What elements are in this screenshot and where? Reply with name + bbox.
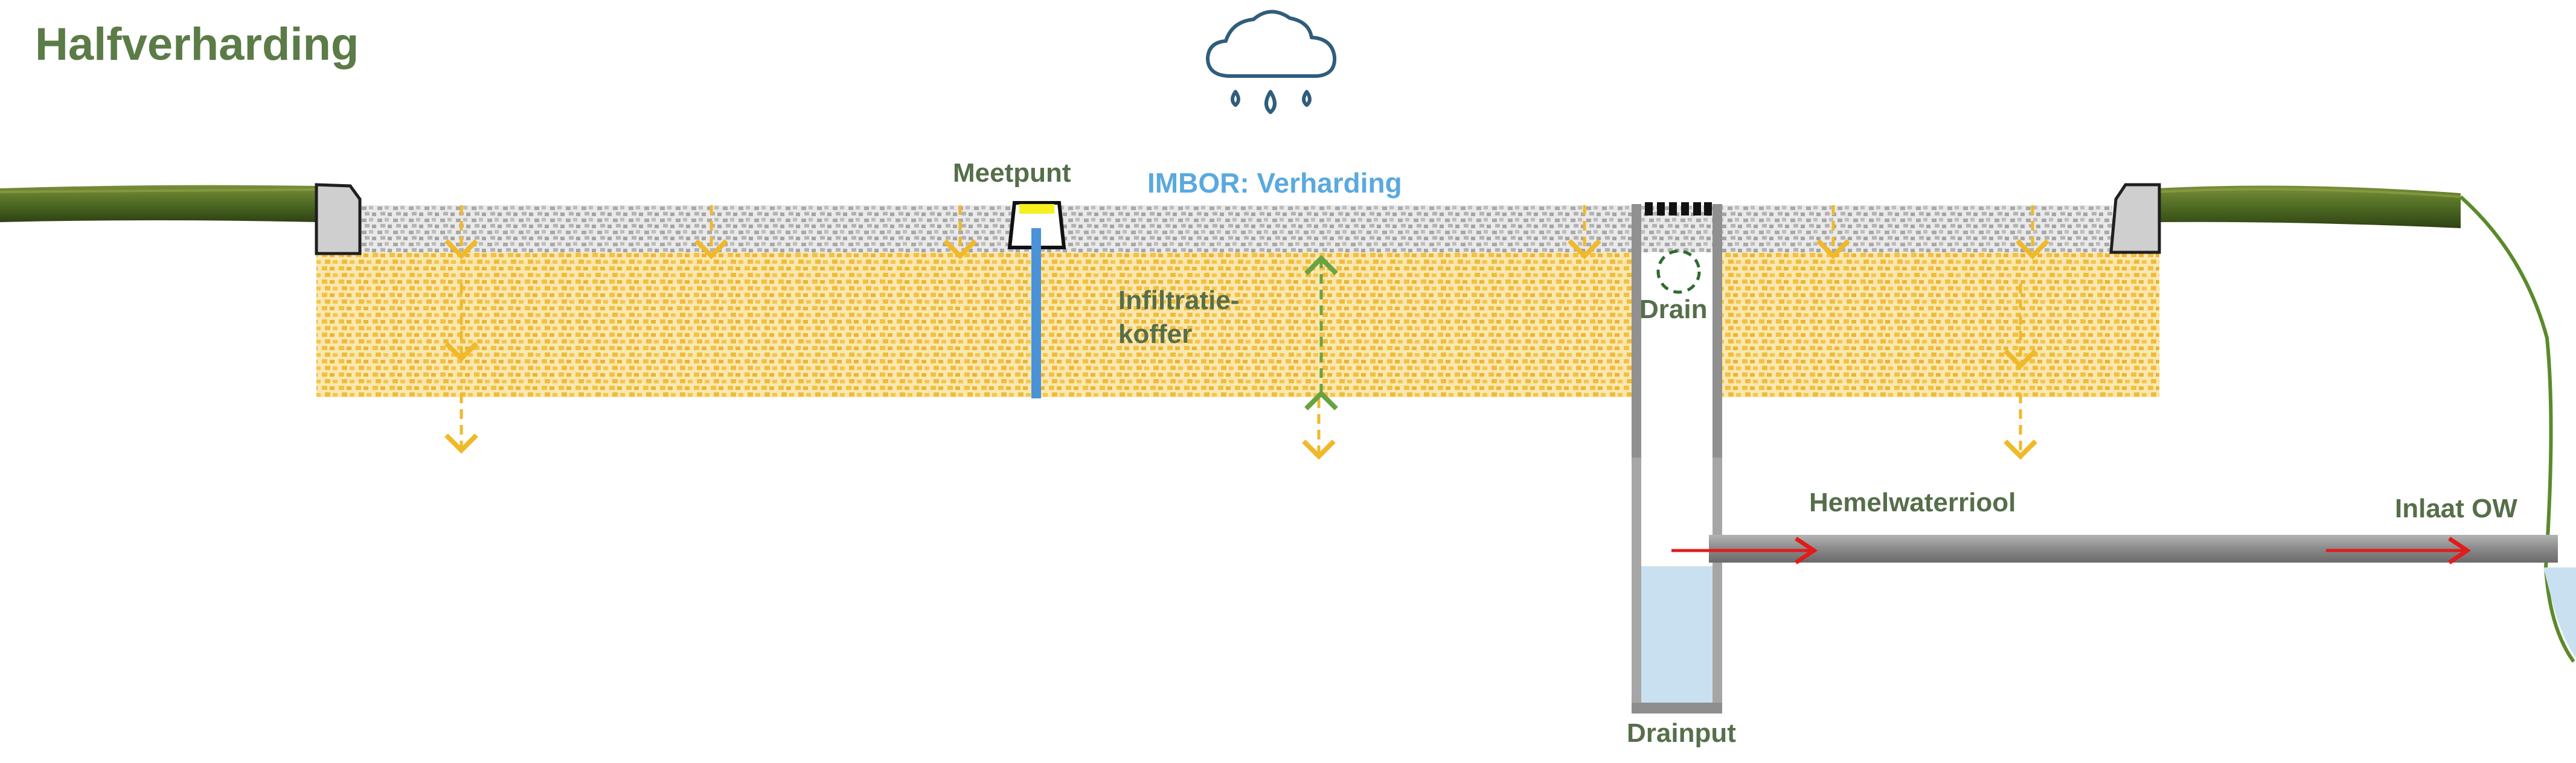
curb-right [2109,183,2161,254]
label-drainput: Drainput [1627,718,1736,748]
gravel-layer [360,205,2112,252]
label-drain: Drain [1639,295,1708,324]
grass-left [0,185,318,222]
meetpunt-device [1007,201,1066,398]
drain-shaft [1632,202,1722,714]
label-imbor: IMBOR: Verharding [1147,167,1402,199]
label-inlaat-ow: Inlaat OW [2395,494,2517,523]
label-infiltratiekoffer: Infiltratie-koffer [1118,286,1240,349]
infiltration-layer [316,252,2159,397]
bank-slope-line [2459,195,2575,663]
grass-right [2155,185,2461,228]
label-meetpunt: Meetpunt [953,158,1071,188]
diagram-title: Halfverharding [35,19,359,70]
drain-pipe-icon [1656,249,1701,294]
stormwater-pipe [1709,535,2558,563]
label-hemelwaterriool: Hemelwaterriool [1809,488,2016,517]
rain-cloud-icon [1206,10,1337,114]
surface-water [2543,567,2576,658]
curb-left [315,183,362,255]
